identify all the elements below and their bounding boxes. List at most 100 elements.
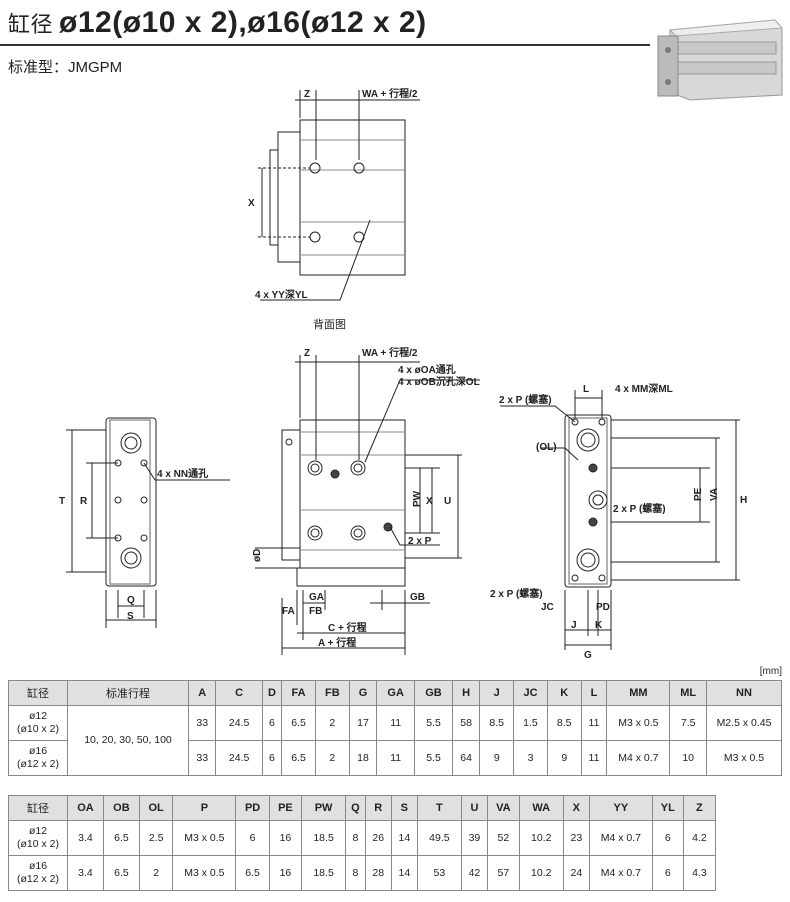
front-view [255,355,480,655]
bore-cell: ø12(ø10 x 2) [8,820,68,856]
right-mm-label: 4 x MM深ML [615,382,673,395]
left-view [66,417,230,628]
front-gb-label: GB [410,592,425,603]
rear-view [258,90,420,301]
right-l-label: L [583,384,589,395]
table-cell: 14 [390,855,418,891]
right-j-label: J [571,620,577,631]
table-cell: 33 [187,705,217,741]
header-cell: WA [518,795,564,821]
header-cell: J [479,680,515,706]
table-cell: M3 x 0.5 [606,705,671,741]
table-cell: 3 [513,740,548,776]
right-ol-label: (OL) [536,442,557,453]
table-cell: 6.5 [281,705,316,741]
technical-drawing: Z WA + 行程/2 X 4 x YY深YL 背面图 T R Q S 4 x … [59,19,784,661]
front-z-label: Z [304,348,310,359]
table-cell: 24 [562,855,590,891]
table-cell: M4 x 0.7 [606,740,671,776]
header-cell: NN [706,680,782,706]
table-cell: 18.5 [301,855,347,891]
table-cell: 8.5 [546,705,582,741]
header-cell: MM [606,680,671,706]
header-cell: D [261,680,283,706]
table-cell: 49.5 [416,820,462,856]
bore-cell: ø16(ø12 x 2) [8,740,68,776]
table-cell: 52 [486,820,520,856]
header-cell: Z [682,795,717,821]
table-cell: 6 [651,855,684,891]
table-cell: M3 x 0.5 [172,820,237,856]
right-pd-label: PD [596,602,610,613]
front-pw-label: PW [412,490,423,507]
subtitle: 标准型：JMGPM [8,59,123,76]
table-header-row: 缸径 标准行程 A C D FA FB G GA GB H J JC K L M… [8,680,782,706]
header-cell: S [390,795,418,821]
rear-x-label: X [248,198,255,209]
header-cell: PW [301,795,347,821]
header-cell: C [215,680,263,706]
left-q-label: Q [127,595,135,606]
header-cell: L [580,680,608,706]
header-cell: ML [669,680,707,706]
right-plug3-label: 2 x P (螺塞) [490,587,543,600]
right-pe-label: PE [693,487,704,501]
table-cell: 10.2 [518,855,564,891]
table-cell: 11 [580,705,608,741]
right-h-label: H [740,495,747,506]
table-cell: 17 [348,705,378,741]
front-oa-label: 4 x øOA通孔 [398,363,456,376]
table-cell: 1.5 [513,705,548,741]
table-cell: 14 [390,820,418,856]
bore-detail: (ø10 x 2) [16,838,59,850]
header-cell: H [451,680,481,706]
rear-view-caption: 背面图 [313,317,346,331]
header-cell: P [172,795,237,821]
table-cell: 39 [460,820,488,856]
header-cell: PE [268,795,303,821]
header-bore: 缸径 [8,680,68,706]
bore-size: ø12 [28,710,48,722]
table-cell: 6.5 [235,855,270,891]
table-cell: 8.5 [479,705,515,741]
header-cell: FB [314,680,350,706]
table-row: ø16(ø12 x 2) 33 24.5 6 6.5 2 18 11 5.5 6… [8,740,782,776]
right-plug1-label: 2 x P (螺塞) [499,393,552,406]
table-cell: 9 [546,740,582,776]
title-underline [0,44,650,46]
left-s-label: S [127,611,134,622]
right-k-label: K [595,620,603,631]
table-cell: 6.5 [102,820,140,856]
front-p-label: 2 x P [408,536,432,547]
table-cell: 2.5 [138,820,174,856]
front-d-label: øD [252,549,263,562]
bore-cell: ø12(ø10 x 2) [8,705,68,741]
right-view [500,390,740,650]
front-ga-label: GA [309,592,324,603]
bore-detail: (ø12 x 2) [16,873,59,885]
header-cell: R [364,795,392,821]
table-cell: 3.4 [67,820,104,856]
table-cell: 5.5 [414,705,453,741]
product-image [657,19,784,101]
table-cell: 16 [268,820,303,856]
title-sizes: ø12(ø10 x 2),ø16(ø12 x 2) [59,6,427,39]
table-cell: M2.5 x 0.45 [706,705,782,741]
table-cell: 5.5 [414,740,453,776]
header-cell: VA [486,795,520,821]
table-cell: 4.2 [682,820,717,856]
table-cell: 11 [376,705,416,741]
table-cell: 6 [261,740,283,776]
header-cell: Q [345,795,366,821]
right-jc-label: JC [541,602,554,613]
table-cell: 7.5 [669,705,707,741]
dimension-table-2: 缸径 OA OB OL P PD PE PW Q R S T U VA WA X… [8,795,717,891]
bore-cell: ø16(ø12 x 2) [8,855,68,891]
table-cell: 2 [314,740,350,776]
rear-yy-label: 4 x YY深YL [255,288,308,301]
left-t-label: T [59,496,65,507]
front-x-label: X [426,496,433,507]
table-cell: 6.5 [281,740,316,776]
header-cell: YL [651,795,684,821]
table-cell: 28 [364,855,392,891]
